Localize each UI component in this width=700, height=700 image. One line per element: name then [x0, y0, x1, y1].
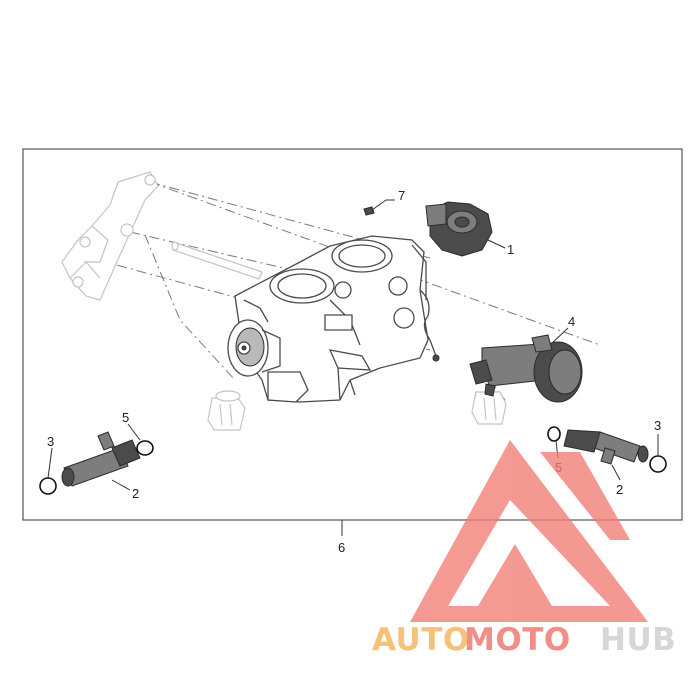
- watermark-text-hub: HUB: [600, 622, 676, 658]
- watermark-text-auto: AUTO: [372, 622, 470, 658]
- ghost-rod: [171, 241, 263, 280]
- throttle-pulley: [227, 319, 281, 377]
- ghost-clip-left: [207, 390, 246, 431]
- callout-4: 4: [568, 314, 575, 329]
- o-ring-5-left: [136, 440, 154, 456]
- watermark-logo: [410, 440, 648, 622]
- ghost-intake-bracket: [61, 171, 159, 301]
- callout-3-right: 3: [654, 418, 661, 433]
- callout-1: 1: [507, 242, 514, 257]
- ghost-clip-right: [471, 391, 507, 425]
- throttle-position-sensor: [425, 201, 506, 257]
- injector-right: [563, 429, 649, 481]
- callout-2-left: 2: [132, 486, 139, 501]
- callout-7: 7: [398, 188, 405, 203]
- watermark-inner-chevron: [540, 452, 630, 540]
- watermark-triangle: [410, 440, 648, 622]
- o-ring-5-right: [547, 426, 561, 442]
- o-ring-3-left: [39, 477, 57, 495]
- injector-left: [61, 431, 141, 491]
- idle-air-actuator: [469, 327, 583, 403]
- throttle-body: [234, 235, 440, 403]
- callout-6: 6: [338, 540, 345, 555]
- watermark-text-moto: MOTO: [464, 622, 571, 658]
- callout-3-left: 3: [47, 434, 54, 449]
- assembly-frame: [22, 148, 683, 521]
- leader-5-left: [127, 423, 141, 441]
- callout-5-left: 5: [122, 410, 129, 425]
- leader-3-left: [47, 447, 53, 479]
- callout-2-right: 2: [616, 482, 623, 497]
- o-ring-3-right: [649, 455, 667, 473]
- screw: [363, 199, 395, 216]
